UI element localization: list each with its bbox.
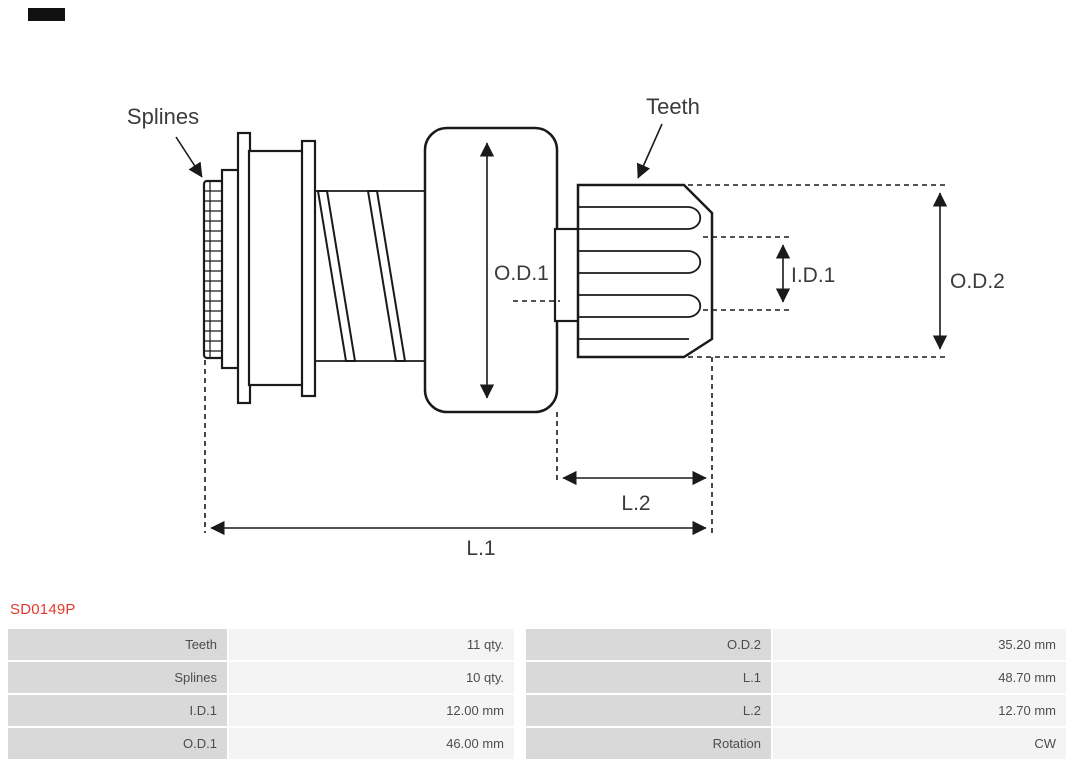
spec-value-teeth: 11 qty. [229, 629, 514, 660]
diagram-labels: Splines Teeth O.D.1 I.D.1 O.D.2 L.2 L.1 [127, 94, 1005, 560]
spec-label-teeth: Teeth [8, 629, 227, 660]
spec-value-rotation: CW [773, 728, 1066, 759]
table-column-gap [516, 662, 524, 693]
id1-label: I.D.1 [791, 264, 835, 287]
brand-logo [28, 8, 65, 21]
extension-lines [204, 184, 948, 533]
spline-shaft [202, 179, 225, 360]
l1-label: L.1 [466, 537, 495, 560]
table-column-gap [516, 728, 524, 759]
spec-value-id1: 12.00 mm [229, 695, 514, 726]
splines-label: Splines [127, 104, 199, 129]
spec-label-od2: O.D.2 [526, 629, 771, 660]
spec-label-l2: L.2 [526, 695, 771, 726]
od1-label: O.D.1 [494, 262, 549, 285]
dimension-lines [175, 123, 948, 536]
gear-teeth-lines [579, 206, 689, 340]
part-diagram: Splines Teeth O.D.1 I.D.1 O.D.2 L.2 L.1 [127, 94, 1005, 560]
splines-leader-arrow [175, 136, 203, 178]
spec-label-splines: Splines [8, 662, 227, 693]
return-spring [315, 190, 430, 362]
spec-value-od2: 35.20 mm [773, 629, 1066, 660]
spline-hatch [205, 190, 222, 352]
teeth-leader-arrow [636, 123, 663, 179]
part-number: SD0149P [10, 601, 76, 618]
table-column-gap [516, 695, 524, 726]
spec-value-l2: 12.70 mm [773, 695, 1066, 726]
spec-label-od1: O.D.1 [8, 728, 227, 759]
spec-value-l1: 48.70 mm [773, 662, 1066, 693]
spec-label-rotation: Rotation [526, 728, 771, 759]
spec-value-od1: 46.00 mm [229, 728, 514, 759]
pinion-gear [576, 183, 714, 359]
l2-label: L.2 [621, 492, 650, 515]
spec-label-id1: I.D.1 [8, 695, 227, 726]
flange-assembly [220, 131, 317, 405]
spec-label-l1: L.1 [526, 662, 771, 693]
gear-teeth-tips [688, 206, 702, 318]
teeth-label: Teeth [646, 94, 700, 119]
spec-table: Teeth 11 qty. O.D.2 35.20 mm Splines 10 … [8, 629, 1066, 759]
spec-value-splines: 10 qty. [229, 662, 514, 693]
table-column-gap [516, 629, 524, 660]
od2-label: O.D.2 [950, 270, 1005, 293]
